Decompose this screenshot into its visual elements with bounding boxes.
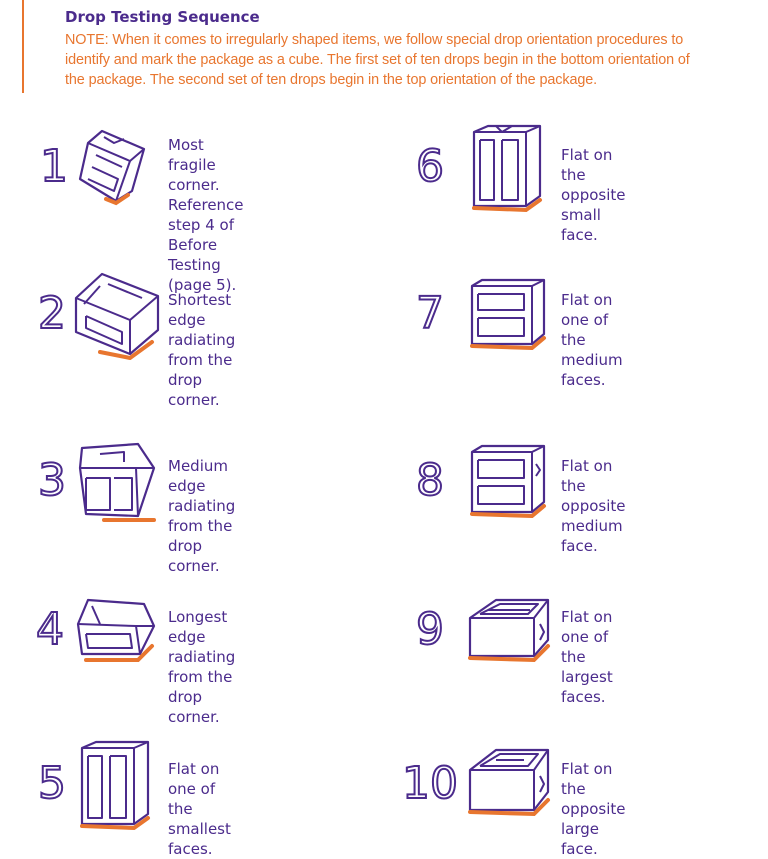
step-number: 10: [401, 758, 459, 809]
step-description: Flat on the opposite large face.: [561, 760, 626, 858]
step-number: 1: [39, 141, 69, 192]
box-edge-drop-icon: [76, 598, 156, 662]
step-number: 3: [37, 455, 67, 506]
box-edge-drop-icon: [78, 442, 156, 522]
box-face-drop-icon: [468, 748, 550, 817]
step-number: 5: [37, 758, 67, 809]
step-description: Flat on one of the smallest faces.: [168, 760, 231, 858]
page-title: Drop Testing Sequence: [65, 8, 260, 26]
step-number: 4: [35, 604, 65, 655]
step-description: Flat on the opposite medium face.: [561, 457, 626, 555]
step-number: 7: [415, 288, 445, 339]
accent-rule: [22, 0, 24, 93]
intro-note: NOTE: When it comes to irregularly shape…: [65, 32, 690, 88]
box-corner-drop-icon: [78, 129, 146, 206]
step-description: Most fragile corner. Reference step 4 of…: [168, 136, 244, 294]
box-face-drop-icon: [472, 124, 542, 213]
step-number: 6: [415, 141, 445, 192]
step-description: Flat on one of the medium faces.: [561, 291, 623, 389]
box-face-drop-icon: [80, 740, 150, 831]
step-number: 9: [415, 604, 445, 655]
box-face-drop-icon: [470, 278, 546, 350]
box-face-drop-icon: [468, 598, 550, 663]
step-number: 2: [37, 288, 67, 339]
step-description: Longest edge radiating from the drop cor…: [168, 608, 236, 726]
step-description: Medium edge radiating from the drop corn…: [168, 457, 236, 575]
step-description: Shortest edge radiating from the drop co…: [168, 291, 236, 409]
step-description: Flat on one of the largest faces.: [561, 608, 613, 706]
step-description: Flat on the opposite small face.: [561, 146, 626, 244]
box-face-drop-icon: [470, 444, 546, 518]
step-number: 8: [415, 455, 445, 506]
box-edge-drop-icon: [74, 272, 160, 360]
